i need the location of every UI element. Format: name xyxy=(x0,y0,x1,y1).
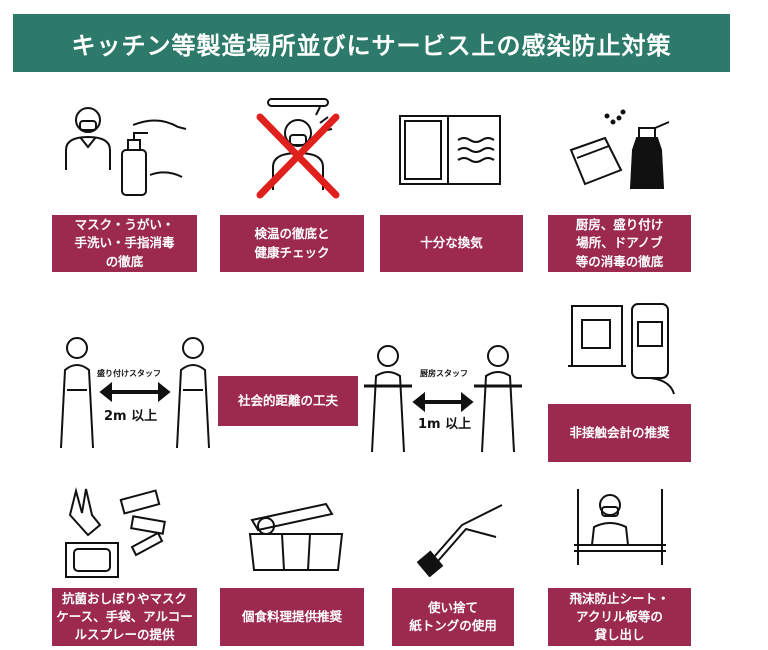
label-contactless-payment: 非接触会計の推奨 xyxy=(548,404,691,462)
label-social-distance: 社会的距離の工夫 xyxy=(218,376,358,426)
right-distance-label: 1m 以上 xyxy=(418,417,472,432)
title-banner: キッチン等製造場所並びにサービス上の感染防止対策 xyxy=(13,14,730,72)
acrylic-panel-icon xyxy=(572,485,668,575)
label-individual-meals: 個食料理提供推奨 xyxy=(220,588,364,646)
social-distance-icon xyxy=(55,330,215,455)
right-staff-label: 厨房スタッフ xyxy=(420,369,468,378)
left-staff-label: 盛り付けスタッフ xyxy=(97,369,161,378)
supplies-icon xyxy=(62,485,172,580)
label-disinfection: 厨房、盛り付け 場所、ドアノブ 等の消毒の徹底 xyxy=(548,215,691,272)
spray-disinfect-icon xyxy=(565,100,675,195)
label-mask-handwash: マスク・うがい・ 手洗い・手指消毒 の徹底 xyxy=(52,215,197,272)
tongs-icon xyxy=(416,497,508,577)
qr-payment-icon xyxy=(566,298,678,398)
label-supplies: 抗菌おしぼりやマスク ケース、手袋、アルコー ルスプレーの提供 xyxy=(52,588,197,646)
label-temperature-check: 検温の徹底と 健康チェック xyxy=(220,215,364,272)
window-ventilation-icon xyxy=(396,110,506,190)
thermometer-cross-icon xyxy=(248,95,348,205)
page-title: キッチン等製造場所並びにサービス上の感染防止対策 xyxy=(71,31,672,60)
label-disposable-tongs: 使い捨て 紙トングの使用 xyxy=(392,588,514,646)
hand-sanitizer-icon xyxy=(58,95,188,205)
label-acrylic-panel: 飛沫防止シート・ アクリル板等の 貸し出し xyxy=(548,588,691,646)
left-distance-label: 2m 以上 xyxy=(104,409,158,424)
kitchen-distance-icon xyxy=(362,340,524,460)
bento-box-icon xyxy=(246,500,346,575)
label-ventilation: 十分な換気 xyxy=(380,215,523,272)
